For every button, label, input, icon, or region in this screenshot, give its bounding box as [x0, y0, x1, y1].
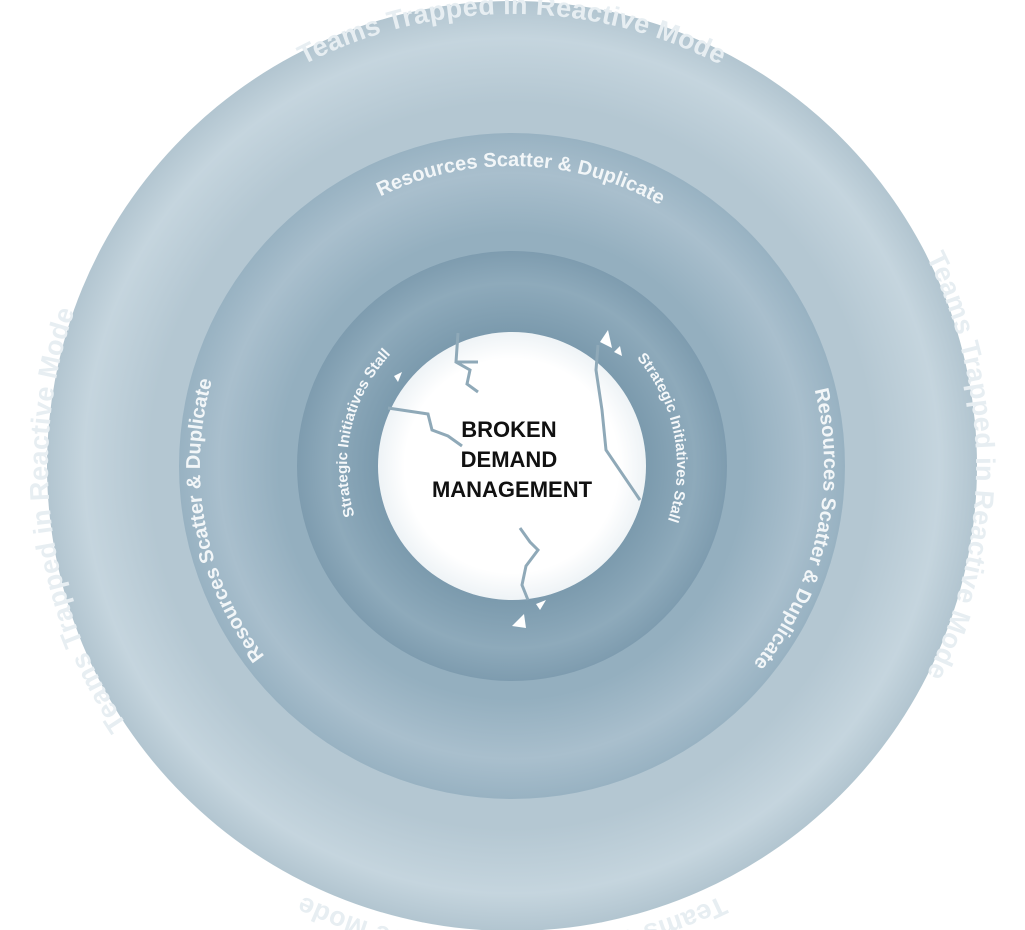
center-title-line-1: BROKEN [461, 417, 556, 442]
shard-left-icon [394, 372, 402, 382]
shard-bottom-left-icon [512, 614, 526, 628]
shard-top-right-icon [600, 330, 612, 348]
shard-top-right-2-icon [614, 346, 622, 356]
crack-marks [387, 330, 642, 640]
center-title-line-3: MANAGEMENT [432, 477, 593, 502]
core-circle [378, 332, 646, 600]
crack-bottom [518, 527, 540, 601]
center-title: BROKEN DEMAND MANAGEMENT [432, 417, 593, 502]
center-title-line-2: DEMAND [461, 447, 558, 472]
crack-left [387, 406, 463, 448]
shard-bottom-mid-icon [536, 600, 546, 610]
crack-top [454, 332, 479, 394]
crack-right [594, 344, 642, 501]
